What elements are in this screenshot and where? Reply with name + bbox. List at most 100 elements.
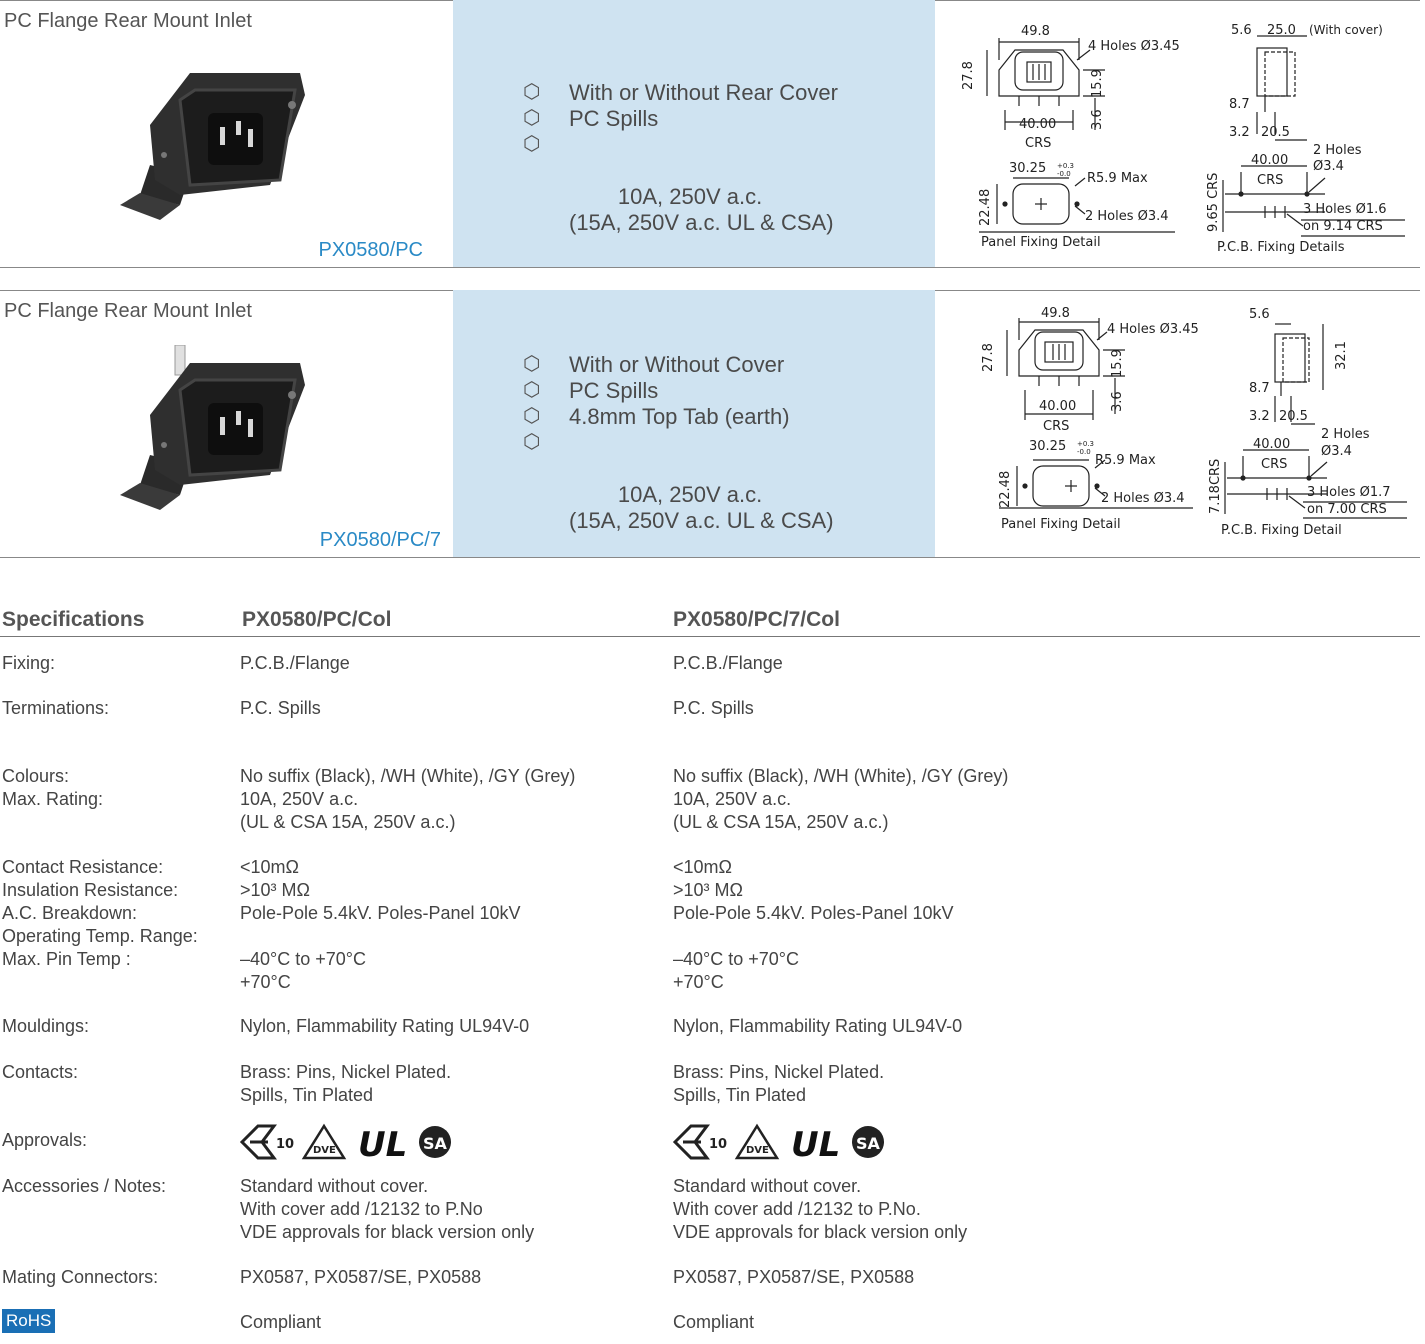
feature-item: ⬡ PC Spills — [523, 106, 838, 132]
dim-height: 27.8 — [981, 343, 996, 372]
front-view — [1006, 318, 1125, 420]
spec-value: <10mΩ >10³ MΩ Pole-Pole 5.4kV. Poles-Pan… — [240, 857, 521, 992]
pcb-detail — [1224, 449, 1407, 519]
feature-text: 10A, 250V a.c. (15A, 250V a.c. UL & CSA) — [569, 184, 834, 235]
vde-mark-icon: DVE — [734, 1123, 780, 1160]
svg-text:10: 10 — [709, 1137, 727, 1152]
panel-width-tol-minus: -0.0 — [1077, 448, 1091, 456]
svg-text:SA: SA — [856, 1134, 881, 1153]
product-photo — [120, 73, 305, 220]
spec-value: Compliant — [673, 1312, 755, 1332]
rohs-badge: RoHS — [2, 1309, 56, 1333]
product-photo — [120, 345, 305, 510]
panel-holes: 2 Holes Ø3.4 — [1085, 209, 1169, 224]
spec-value: Nylon, Flammability Rating UL94V-0 — [240, 1016, 530, 1036]
panel-radius: R5.9 Max — [1087, 171, 1148, 186]
feature-text: With or Without Rear Cover — [569, 80, 838, 105]
ul-mark-icon: UL — [791, 1125, 840, 1162]
dimension-drawing: 49.8 27.8 4 Holes Ø3.45 15.9 3.6 40.00 C… — [981, 306, 1407, 538]
spec-label: Fixing: — [2, 653, 56, 673]
pcb-holes-b-crs: on 7.00 CRS — [1307, 502, 1387, 517]
pcb-holes-b: 3 Holes Ø1.7 — [1307, 485, 1391, 500]
photo-column: PC Flange Rear Mount Inlet PX0580/PC/7 — [0, 290, 453, 558]
spec-value: Standard without cover. With cover add /… — [673, 1176, 968, 1242]
approval-marks: 10 DVE UL SA — [673, 1123, 884, 1162]
spec-value: PX0587, PX0587/SE, PX0588 — [673, 1267, 915, 1287]
spec-value: No suffix (Black), /WH (White), /GY (Gre… — [673, 766, 1009, 832]
spec-value: Brass: Pins, Nickel Plated. Spills, Tin … — [673, 1062, 885, 1105]
side-a: 5.6 — [1249, 307, 1270, 322]
front-view — [986, 38, 1105, 130]
csa-mark-icon: SA — [419, 1126, 451, 1158]
specs-header: Specifications PX0580/PC/Col PX0580/PC/7… — [0, 608, 1420, 638]
spec-label: Approvals: — [2, 1130, 88, 1150]
hexagon-bullet-icon: ⬡ — [523, 405, 541, 427]
panel-width-tol-minus: -0.0 — [1057, 170, 1071, 178]
dim-crs: CRS — [1043, 419, 1069, 434]
feature-text: 4.8mm Top Tab (earth) — [569, 404, 790, 429]
dim-crs-value: 40.00 — [1019, 117, 1056, 132]
spec-label: Mouldings: — [2, 1016, 90, 1036]
pcb-crs: CRS — [1261, 457, 1287, 472]
feature-item: ⬡ 10A, 250V a.c. (15A, 250V a.c. UL & CS… — [523, 430, 834, 560]
specs-header-col2: PX0580/PC/7/Col — [673, 608, 840, 631]
approval-marks: 10 DVE UL SA — [240, 1123, 451, 1162]
panel-detail — [979, 177, 1175, 233]
feature-text: 10A, 250V a.c. (15A, 250V a.c. UL & CSA) — [569, 482, 834, 533]
dim-holes: 4 Holes Ø3.45 — [1107, 322, 1199, 337]
side-b: 25.0 — [1267, 23, 1296, 38]
svg-text:UL: UL — [358, 1125, 407, 1162]
dim-depth: 15.9 — [1110, 349, 1125, 378]
svg-text:DVE: DVE — [313, 1145, 336, 1156]
dim-height: 27.8 — [961, 61, 976, 90]
technical-drawing: 49.8 27.8 4 Holes Ø3.45 15.9 3.6 40.00 C… — [935, 0, 1420, 268]
divider — [0, 557, 1420, 558]
product-title: PC Flange Rear Mount Inlet — [4, 300, 252, 322]
hexagon-bullet-icon: ⬡ — [523, 353, 541, 375]
spec-value: P.C. Spills — [673, 698, 754, 718]
feature-item: ⬡ 10A, 250V a.c. (15A, 250V a.c. UL & CS… — [523, 132, 838, 262]
side-b: 32.1 — [1334, 341, 1349, 370]
feature-text: With or Without Cover — [569, 352, 785, 377]
spec-label: Terminations: — [2, 698, 110, 718]
side-e: 20.5 — [1279, 409, 1308, 424]
pcb-holes-a-dia: Ø3.4 — [1313, 159, 1344, 174]
svg-text:UL: UL — [791, 1125, 840, 1162]
product-title: PC Flange Rear Mount Inlet — [4, 10, 252, 32]
pcb-holes-a-dia: Ø3.4 — [1321, 444, 1352, 459]
dim-pin: 3.6 — [1090, 109, 1105, 130]
spec-value: P.C.B./Flange — [673, 653, 783, 673]
spec-value: No suffix (Black), /WH (White), /GY (Gre… — [240, 766, 576, 832]
part-number: PX0580/PC/7 — [319, 529, 441, 551]
svg-text:10: 10 — [276, 1137, 294, 1152]
panel-caption: Panel Fixing Detail — [1001, 517, 1121, 532]
side-e: 20.5 — [1261, 125, 1290, 140]
features-panel: ⬡ With or Without Rear Cover ⬡ PC Spills… — [453, 0, 935, 268]
spec-value: <10mΩ >10³ MΩ Pole-Pole 5.4kV. Poles-Pan… — [673, 857, 954, 992]
dim-pin: 3.6 — [1110, 391, 1125, 412]
side-d: 3.2 — [1249, 409, 1270, 424]
spec-value: Nylon, Flammability Rating UL94V-0 — [673, 1016, 963, 1036]
spec-value: Brass: Pins, Nickel Plated. Spills, Tin … — [240, 1062, 452, 1105]
side-c: 8.7 — [1249, 381, 1270, 396]
svg-text:DVE: DVE — [746, 1145, 769, 1156]
spec-value: P.C. Spills — [240, 698, 321, 718]
dim-crs: CRS — [1025, 136, 1051, 151]
panel-detail — [999, 459, 1193, 509]
specs-header-col1: PX0580/PC/Col — [242, 608, 392, 631]
side-c: 8.7 — [1229, 97, 1250, 112]
technical-drawing: 49.8 27.8 4 Holes Ø3.45 15.9 3.6 40.00 C… — [935, 290, 1420, 558]
hexagon-bullet-icon: ⬡ — [523, 81, 541, 103]
product-row-2: PC Flange Rear Mount Inlet PX0580/PC/7 ⬡… — [0, 290, 1420, 558]
enec-mark-icon: 10 — [240, 1124, 294, 1160]
divider — [0, 267, 1420, 268]
pcb-caption: P.C.B. Fixing Detail — [1221, 523, 1342, 538]
panel-holes: 2 Holes Ø3.4 — [1101, 491, 1185, 506]
feature-list: ⬡ With or Without Rear Cover ⬡ PC Spills… — [523, 80, 838, 262]
spec-value: PX0587, PX0587/SE, PX0588 — [240, 1267, 482, 1287]
side-view — [1256, 35, 1307, 141]
hexagon-bullet-icon: ⬡ — [523, 431, 541, 453]
dimension-drawing: 49.8 27.8 4 Holes Ø3.45 15.9 3.6 40.00 C… — [961, 23, 1405, 255]
ul-mark-icon: UL — [358, 1125, 407, 1162]
pcb-width: 40.00 — [1253, 437, 1290, 452]
